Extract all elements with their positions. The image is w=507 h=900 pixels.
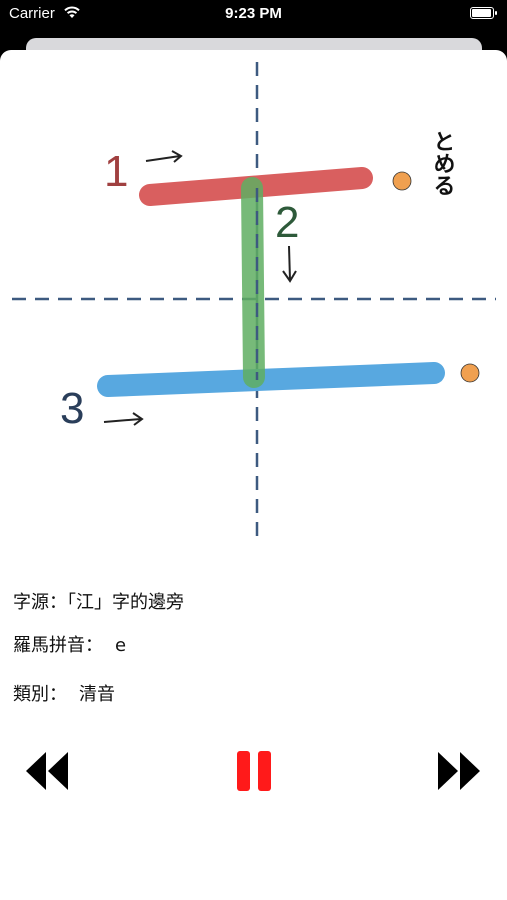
pause-icon <box>237 751 271 791</box>
stroke-1-end-dot <box>392 171 412 191</box>
origin-row: 字源：「江」字的邊旁 <box>13 588 184 614</box>
stroke-number-1: 1 <box>104 147 128 196</box>
wifi-icon <box>64 6 80 18</box>
battery-icon <box>470 7 497 19</box>
playback-controls <box>0 740 507 800</box>
stroke-2-direction-arrow <box>282 245 297 283</box>
stroke-1-direction-arrow <box>145 150 183 163</box>
fast-forward-button[interactable] <box>434 748 484 794</box>
romaji-value: e <box>115 635 127 656</box>
stroke-3-end-dot <box>460 363 480 383</box>
stroke-number-3: 3 <box>60 384 84 433</box>
rewind-icon <box>26 752 68 790</box>
origin-value: 「江」字的邊旁 <box>67 592 184 613</box>
romaji-label: 羅馬拼音： <box>13 635 103 656</box>
pause-button[interactable] <box>229 748 279 794</box>
stop-note: とめる <box>430 130 455 196</box>
status-bar: Carrier 9:23 PM <box>0 0 507 30</box>
rewind-button[interactable] <box>22 748 72 794</box>
stroke-3-direction-arrow <box>103 412 144 426</box>
stroke-order-diagram: 1 2 3 とめる <box>12 62 496 545</box>
category-label: 類別： <box>13 684 67 705</box>
status-time: 9:23 PM <box>225 5 282 22</box>
category-row: 類別： 清音 <box>13 680 115 706</box>
romaji-row: 羅馬拼音： e <box>13 631 126 657</box>
carrier-label: Carrier <box>9 5 55 22</box>
fast-forward-icon <box>438 752 480 790</box>
stroke-3 <box>97 362 445 397</box>
category-value: 清音 <box>79 684 115 705</box>
stroke-number-2: 2 <box>275 198 299 247</box>
origin-label: 字源： <box>13 592 67 613</box>
stroke-2 <box>241 177 265 388</box>
